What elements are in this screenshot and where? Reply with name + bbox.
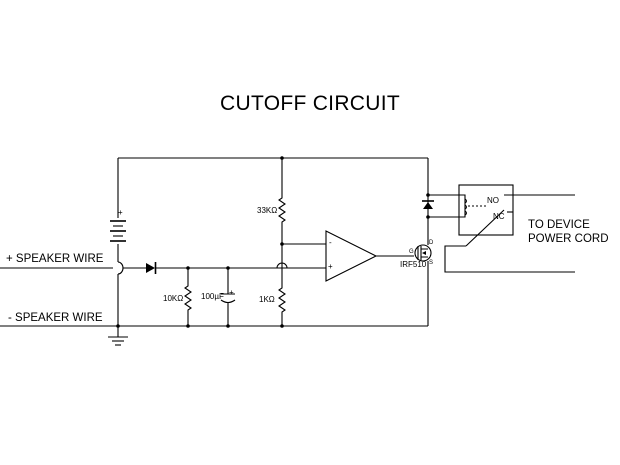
mosfet-label: IRF510 (400, 260, 427, 269)
opamp-plus-label: + (328, 262, 333, 271)
relay-switch-arm (465, 209, 505, 247)
relay-coil (459, 194, 468, 218)
resistor-10k (184, 268, 192, 326)
device-label-line1: TO DEVICE (528, 219, 590, 231)
coil-wire (428, 194, 459, 218)
capacitor-plus-label: + (229, 288, 234, 297)
page-title: CUTOFF CIRCUIT (220, 92, 400, 115)
mosfet-pin-s: S (429, 260, 434, 266)
wire-crossover-hop (117, 261, 124, 275)
resistor-33k (278, 158, 286, 268)
opamp-minus-label: - (329, 238, 332, 247)
mosfet-pin-g: G (409, 249, 414, 255)
capacitor-label: 100µF (201, 292, 224, 301)
speaker-neg-label: - SPEAKER WIRE (8, 312, 103, 324)
battery-minus-label: - (118, 236, 121, 245)
device-label-line2: POWER CORD (528, 233, 609, 245)
junction-dot (116, 324, 120, 328)
op-amp (325, 230, 378, 282)
battery-symbol (110, 220, 126, 242)
speaker-pos-label: + SPEAKER WIRE (6, 253, 104, 265)
resistor-1k-label: 1KΩ (259, 295, 275, 304)
input-diode (146, 262, 157, 274)
relay-no-label: NO (487, 196, 499, 205)
battery-plus-label: + (118, 208, 123, 217)
mosfet-pin-d: D (429, 240, 434, 246)
flyback-diode (422, 200, 434, 209)
resistor-1k (278, 268, 286, 326)
resistor-33k-label: 33KΩ (257, 206, 278, 215)
resistor-10k-label: 10KΩ (163, 294, 184, 303)
capacitor-100uf (220, 268, 236, 326)
relay-common-wire (444, 245, 575, 273)
wire-crossover-hop-2 (276, 262, 288, 269)
relay-nc-label: NC (493, 212, 505, 221)
ground-symbol (108, 336, 128, 346)
mosfet-irf510 (414, 244, 432, 262)
relay-box (458, 184, 514, 236)
